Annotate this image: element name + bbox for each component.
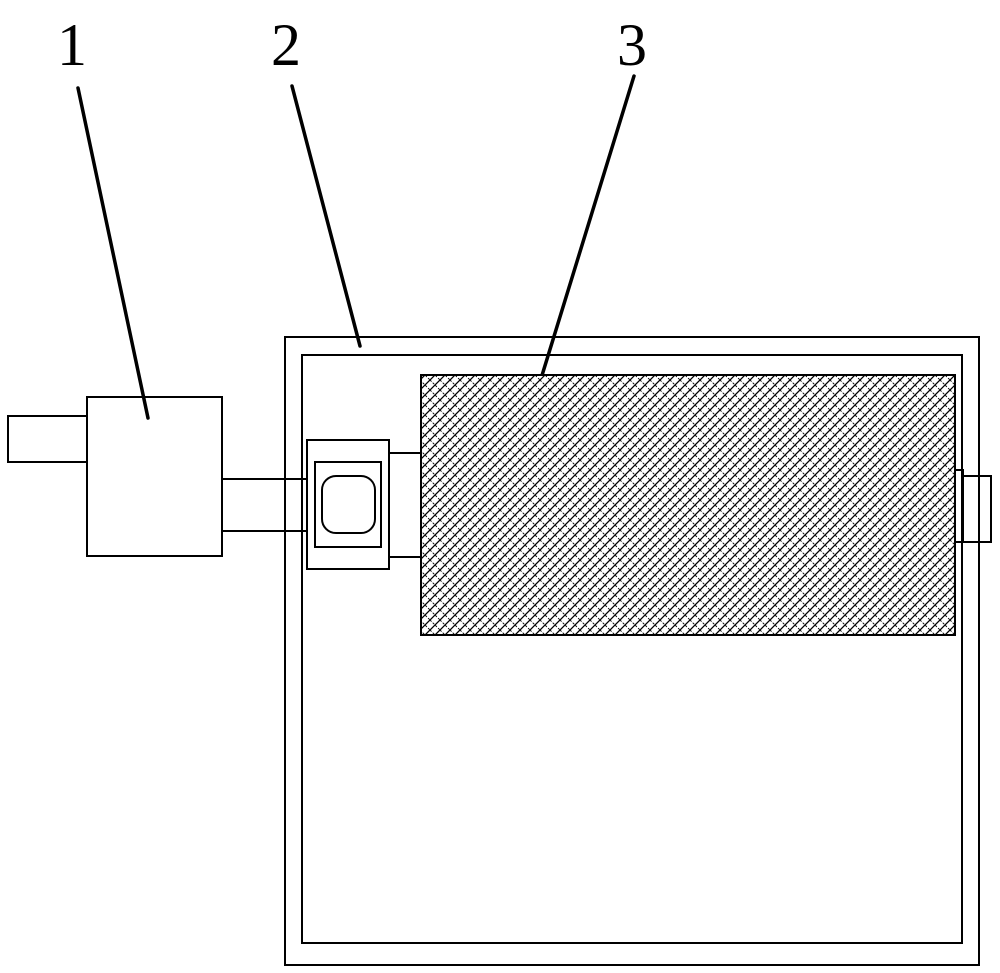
motor-assembly [7, 396, 308, 557]
housing-outer-wall [284, 336, 980, 966]
motor-body [86, 396, 223, 557]
mesh-roller-body [420, 374, 956, 636]
callout-label-3: 3 [617, 12, 647, 78]
coupling-bore [321, 475, 376, 534]
callout-label-2: 2 [271, 12, 301, 78]
motor-output-shaft [221, 478, 308, 532]
leader-line-1 [76, 86, 150, 420]
mesh-roller [420, 374, 992, 636]
roller-end-bearing [962, 475, 992, 543]
housing [284, 336, 980, 966]
drive-shaft-segment [388, 452, 422, 558]
leader-line-2 [290, 84, 362, 348]
coupling-block [306, 439, 422, 570]
coupling-outer [306, 439, 390, 570]
coupling-inner [314, 461, 382, 548]
housing-inner-wall [301, 354, 963, 944]
motor-rear-shaft [7, 415, 88, 463]
callout-label-1: 1 [57, 12, 87, 78]
